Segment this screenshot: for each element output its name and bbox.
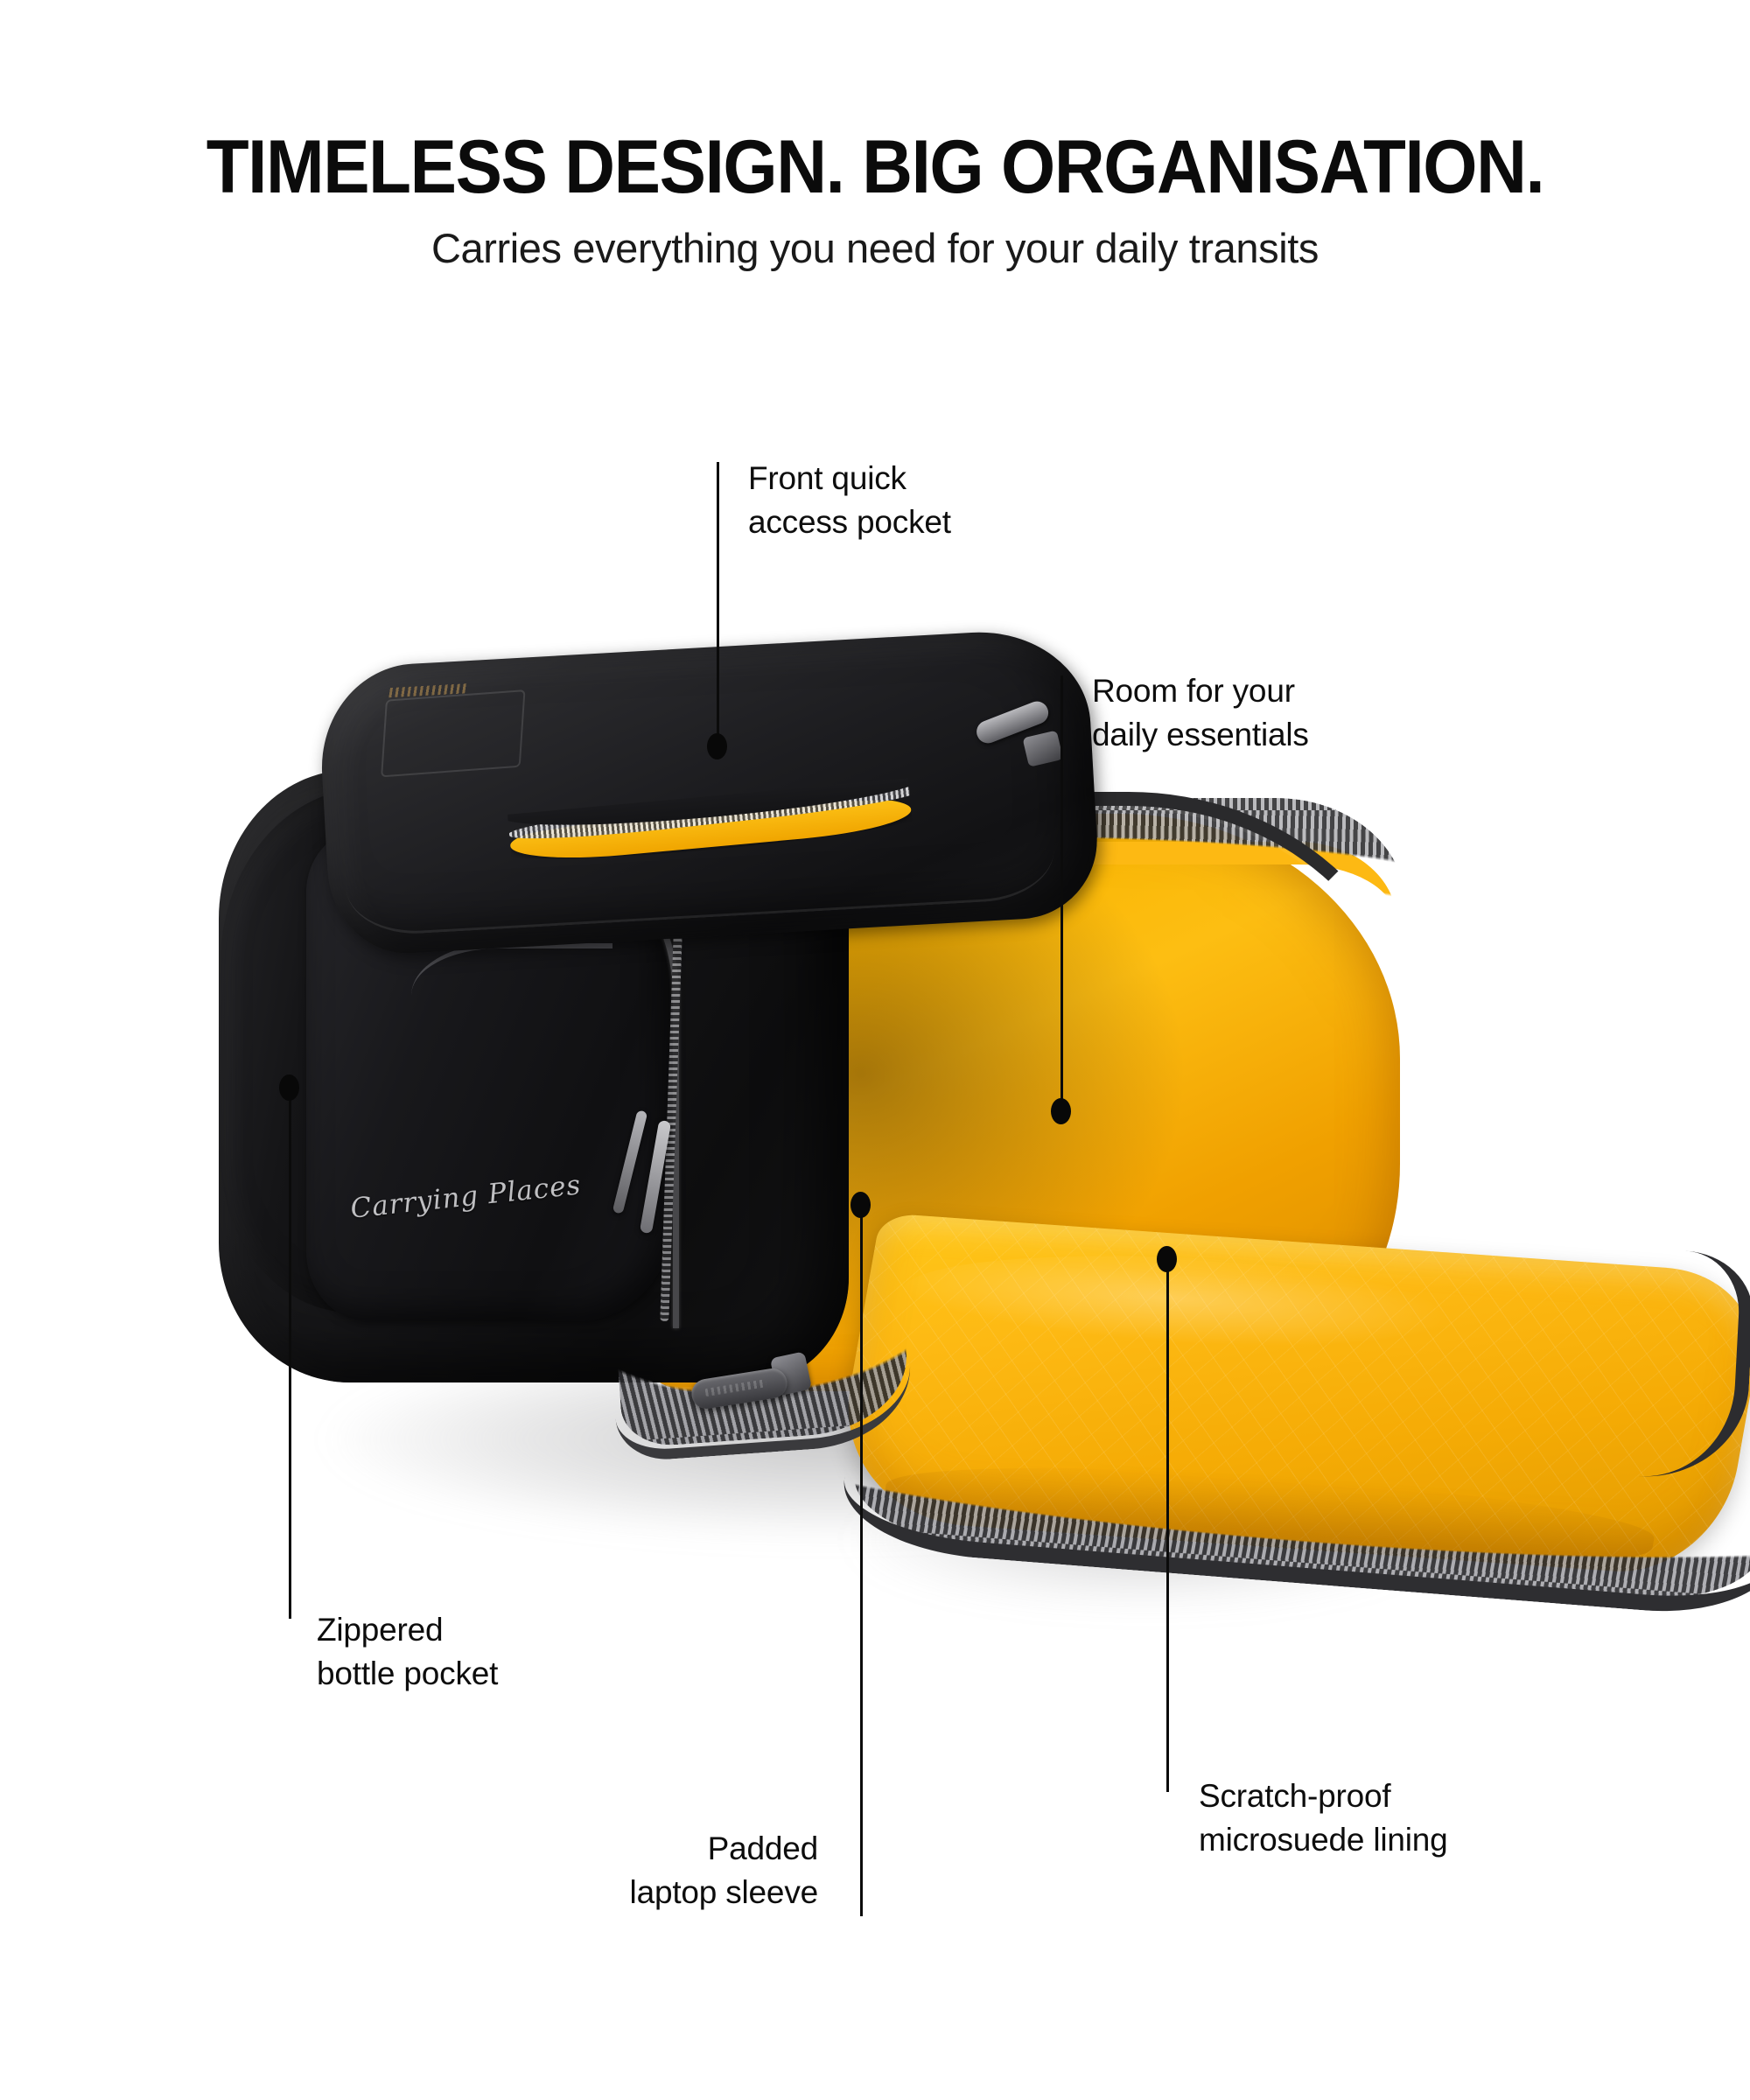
leader-line-daily-essentials	[1060, 676, 1063, 1106]
callout-line-1: Scratch-proof	[1199, 1778, 1391, 1814]
callout-line-1: Room for your	[1092, 673, 1295, 709]
callout-line-1: Padded	[707, 1830, 819, 1866]
callout-front-quick-access-pocket: Front quick access pocket	[748, 457, 951, 543]
leader-line-microsuede-lining	[1166, 1267, 1169, 1792]
callout-padded-laptop-sleeve: Padded laptop sleeve	[494, 1827, 819, 1914]
leader-line-front-pocket	[717, 462, 719, 742]
page-subtitle: Carries everything you need for your dai…	[430, 225, 1320, 271]
callout-line-2: access pocket	[748, 503, 951, 540]
leader-dot-bottle-pocket	[279, 1074, 299, 1101]
callout-line-2: daily essentials	[1092, 716, 1309, 752]
callout-room-for-daily-essentials: Room for your daily essentials	[1092, 669, 1309, 756]
callout-line-2: microsuede lining	[1199, 1821, 1448, 1858]
leader-dot-microsuede-lining	[1157, 1246, 1177, 1272]
leader-line-bottle-pocket	[289, 1094, 291, 1619]
zipper-pull-engraving	[704, 1379, 767, 1397]
callout-line-1: Zippered	[317, 1612, 444, 1648]
leather-top-lid	[316, 626, 1102, 958]
leader-line-laptop-sleeve	[860, 1216, 863, 1916]
page-title: TIMELESS DESIGN. BIG ORGANISATION.	[206, 125, 1545, 209]
lid-stitched-panel	[381, 690, 526, 778]
leader-dot-laptop-sleeve	[850, 1192, 871, 1218]
bottle-pocket-zipper-tape-top	[411, 943, 612, 1004]
leader-dot-front-pocket	[707, 733, 727, 760]
leader-dot-daily-essentials	[1051, 1098, 1071, 1124]
callout-line-2: laptop sleeve	[629, 1873, 819, 1910]
front-pocket-zipper-slider	[1022, 730, 1064, 767]
callout-line-2: bottle pocket	[317, 1655, 499, 1691]
callout-scratch-proof-microsuede-lining: Scratch-proof microsuede lining	[1199, 1774, 1448, 1861]
callout-zippered-bottle-pocket: Zippered bottle pocket	[317, 1608, 498, 1695]
callout-line-1: Front quick	[748, 460, 906, 496]
